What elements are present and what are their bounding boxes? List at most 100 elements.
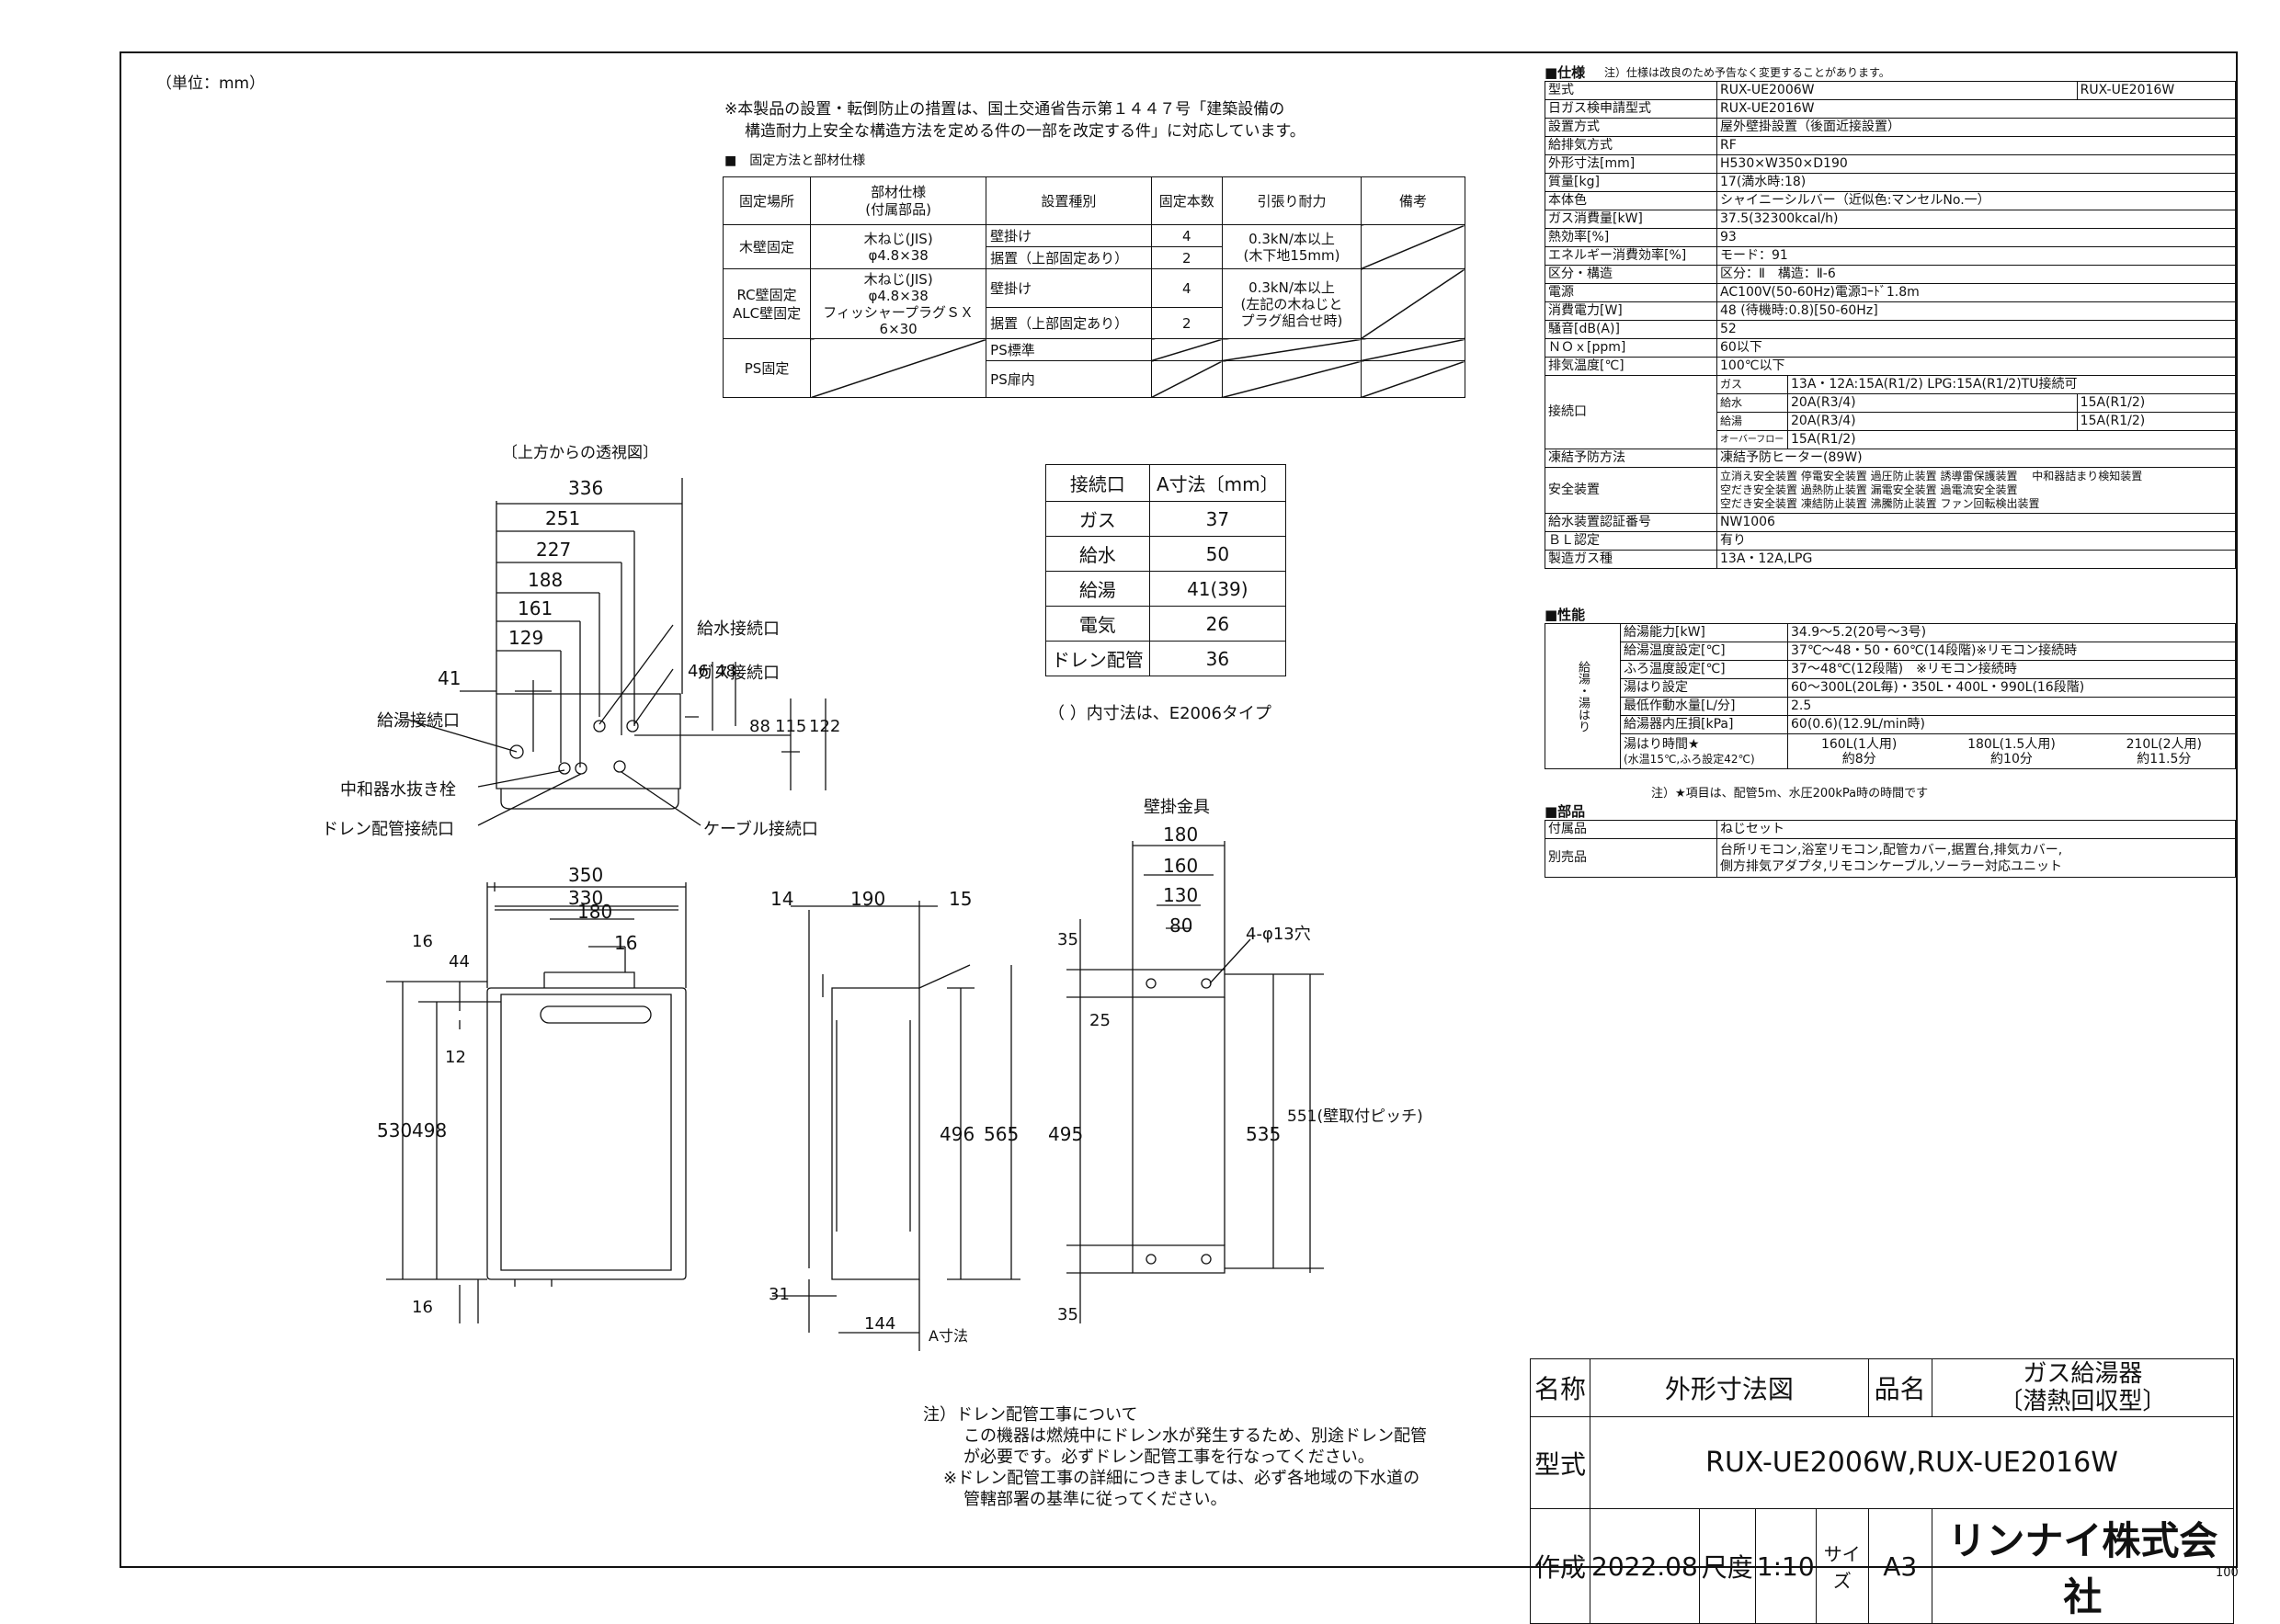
drain-port <box>575 762 587 775</box>
spec-value: 52 <box>1716 320 2236 339</box>
side-dim: 31 <box>769 1285 790 1304</box>
tb-company: リンナイ株式会社 <box>1931 1508 2235 1624</box>
side-dim: 14 <box>770 888 794 910</box>
tb-product: ガス給湯器 〔潜熱回収型〕 <box>1931 1358 2235 1417</box>
spec-label: ＢＬ認定 <box>1545 531 1717 551</box>
fix-type: PS標準 <box>986 338 1152 361</box>
perf-label: 湯はり設定 <box>1620 678 1788 698</box>
front-view-body <box>486 987 687 1280</box>
spec-conn-value: 15A(R1/2) <box>1787 430 2236 449</box>
dim-value: 36 <box>1148 641 1287 676</box>
spec-label: 消費電力[W] <box>1545 301 1717 321</box>
front-dim: 16 <box>412 1298 433 1317</box>
perf-value: 2.5 <box>1787 697 2236 716</box>
top-view-dim-lines <box>496 503 682 652</box>
spec-value: 48 (待機時:0.8)[50-60Hz] <box>1716 301 2236 321</box>
bracket-dim: 180 <box>1163 823 1199 846</box>
tb-model: RUX-UE2006W,RUX-UE2016W <box>1590 1416 2234 1509</box>
spec-value: RUX-UE2016W <box>1716 99 2236 119</box>
drain-note-line: この機器は燃焼中にドレン水が発生するため、別途ドレン配管 <box>963 1426 1427 1446</box>
spec-value: 37.5(32300kcal/h) <box>1716 210 2236 229</box>
side-top-dims <box>791 901 938 1268</box>
parts-label: 付属品 <box>1545 820 1717 839</box>
bracket-dim: 35 <box>1057 930 1078 949</box>
fix-remark-empty <box>1360 268 1466 339</box>
fix-header: 設置種別 <box>986 176 1152 225</box>
spec-conn-value: 13A・12A:15A(R1/2) LPG:15A(R1/2)TU接続可 <box>1787 375 2236 394</box>
dim-label: 88 <box>749 717 770 736</box>
gas-port <box>626 720 639 733</box>
fix-header: 固定本数 <box>1150 176 1223 225</box>
side-view-body <box>831 987 920 1280</box>
callout-neutralizer-drain: 中和器水抜き栓 <box>340 780 456 800</box>
callout-water-port: 給水接続口 <box>697 619 780 639</box>
dim-label: 188 <box>528 569 564 591</box>
side-bottom-dims <box>772 1279 920 1351</box>
spec-label: 質量[kg] <box>1545 173 1717 192</box>
bracket-hole <box>1146 1254 1157 1265</box>
top-view-right-dims <box>634 662 826 790</box>
fix-empty <box>1221 338 1362 361</box>
front-dim: 44 <box>449 952 470 971</box>
spec-label: エネルギー消費効率[%] <box>1545 246 1717 266</box>
tb-size: A3 <box>1867 1508 1932 1624</box>
dim-value: 50 <box>1148 536 1287 572</box>
tb-label: 名称 <box>1530 1358 1590 1417</box>
perf-fill-volume: 160L(1人用) <box>1820 736 1898 752</box>
spec-label: 型式 <box>1545 81 1717 100</box>
hot-water-port <box>509 744 524 759</box>
unit-note: （単位：mm） <box>156 74 266 93</box>
front-dim: 330 <box>568 887 604 909</box>
dim-label: 227 <box>536 539 572 561</box>
spec-label: 排気温度[℃] <box>1545 357 1717 376</box>
dim-value: 41(39) <box>1148 571 1287 607</box>
callout-drain-port: ドレン配管接続口 <box>322 820 454 839</box>
tb-name: 外形寸法図 <box>1590 1358 1869 1417</box>
parts-value: 台所リモコン,浴室リモコン,配管カバー,据置台,排気カバー, 側方排気アダプタ,… <box>1716 838 2236 878</box>
side-dim: A寸法 <box>929 1327 968 1345</box>
spec-safety: 立消え安全装置 停電安全装置 過圧防止装置 誘導雷保護装置 中和器詰まり検知装置… <box>1716 467 2236 514</box>
parts-table: 付属品ねじセット 別売品台所リモコン,浴室リモコン,配管カバー,据置台,排気カバ… <box>1545 820 2236 878</box>
spec-label: 給排気方式 <box>1545 136 1717 155</box>
fix-remark-empty <box>1360 224 1466 269</box>
spec-safety-line: 空だき安全装置 凍結防止装置 沸騰防止装置 ファン回転検出装置 <box>1720 497 2040 510</box>
spec-value: 93 <box>1716 228 2236 247</box>
bracket-hole <box>1201 978 1212 989</box>
tb-label: サイズ <box>1815 1508 1869 1624</box>
front-view-inner <box>500 994 672 1271</box>
tb-label: 品名 <box>1867 1358 1932 1417</box>
tb-label: 尺度 <box>1698 1508 1756 1624</box>
bracket-dim: 160 <box>1163 855 1199 877</box>
top-view-leaders <box>532 531 635 767</box>
spec-label: ＮＯｘ[ppm] <box>1545 338 1717 358</box>
front-dim: 16 <box>412 932 433 951</box>
spec-value: 100℃以下 <box>1716 357 2236 376</box>
spec-value: 凍結予防ヒーター(89W) <box>1716 449 2236 468</box>
front-dim: 350 <box>568 864 604 886</box>
drain-note: 注）ドレン配管工事について この機器は燃焼中にドレン水が発生するため、別途ドレン… <box>923 1404 1427 1510</box>
fix-header: 部材仕様 (付属部品) <box>810 176 987 225</box>
front-bracket <box>543 971 635 988</box>
perf-title: ■性能 <box>1545 607 1586 623</box>
spec-conn-type: オーバーフロー <box>1716 430 1788 449</box>
callout-hot-water-port: 給湯接続口 <box>377 711 460 731</box>
spec-conn-type: 給水 <box>1716 393 1788 413</box>
fix-force: 0.3kN/本以上 (左記の木ねじと プラグ組合せ時) <box>1221 268 1362 339</box>
fix-part: 木ねじ(JIS) φ4.8×38 <box>810 224 987 269</box>
fix-type: 据置（上部固定あり） <box>986 246 1152 269</box>
dim-port: 給湯 <box>1045 571 1150 607</box>
perf-value: 60(0.6)(12.9L/min時) <box>1787 715 2236 734</box>
bracket-hole <box>1201 1254 1212 1265</box>
spec-conn-value: 20A(R3/4) <box>1787 412 2078 431</box>
spec-label: 熱効率[%] <box>1545 228 1717 247</box>
fix-empty <box>1221 360 1362 398</box>
spec-conn-type: ガス <box>1716 375 1788 394</box>
dim-label: 251 <box>545 507 581 529</box>
spec-conn-value: 20A(R3/4) <box>1787 393 2078 413</box>
fix-empty <box>1360 360 1466 398</box>
top-view-extension-lines <box>496 478 699 718</box>
front-dim: 16 <box>614 932 638 954</box>
tb-date: 2022.08 <box>1590 1508 1700 1624</box>
side-detail <box>836 1020 911 1232</box>
